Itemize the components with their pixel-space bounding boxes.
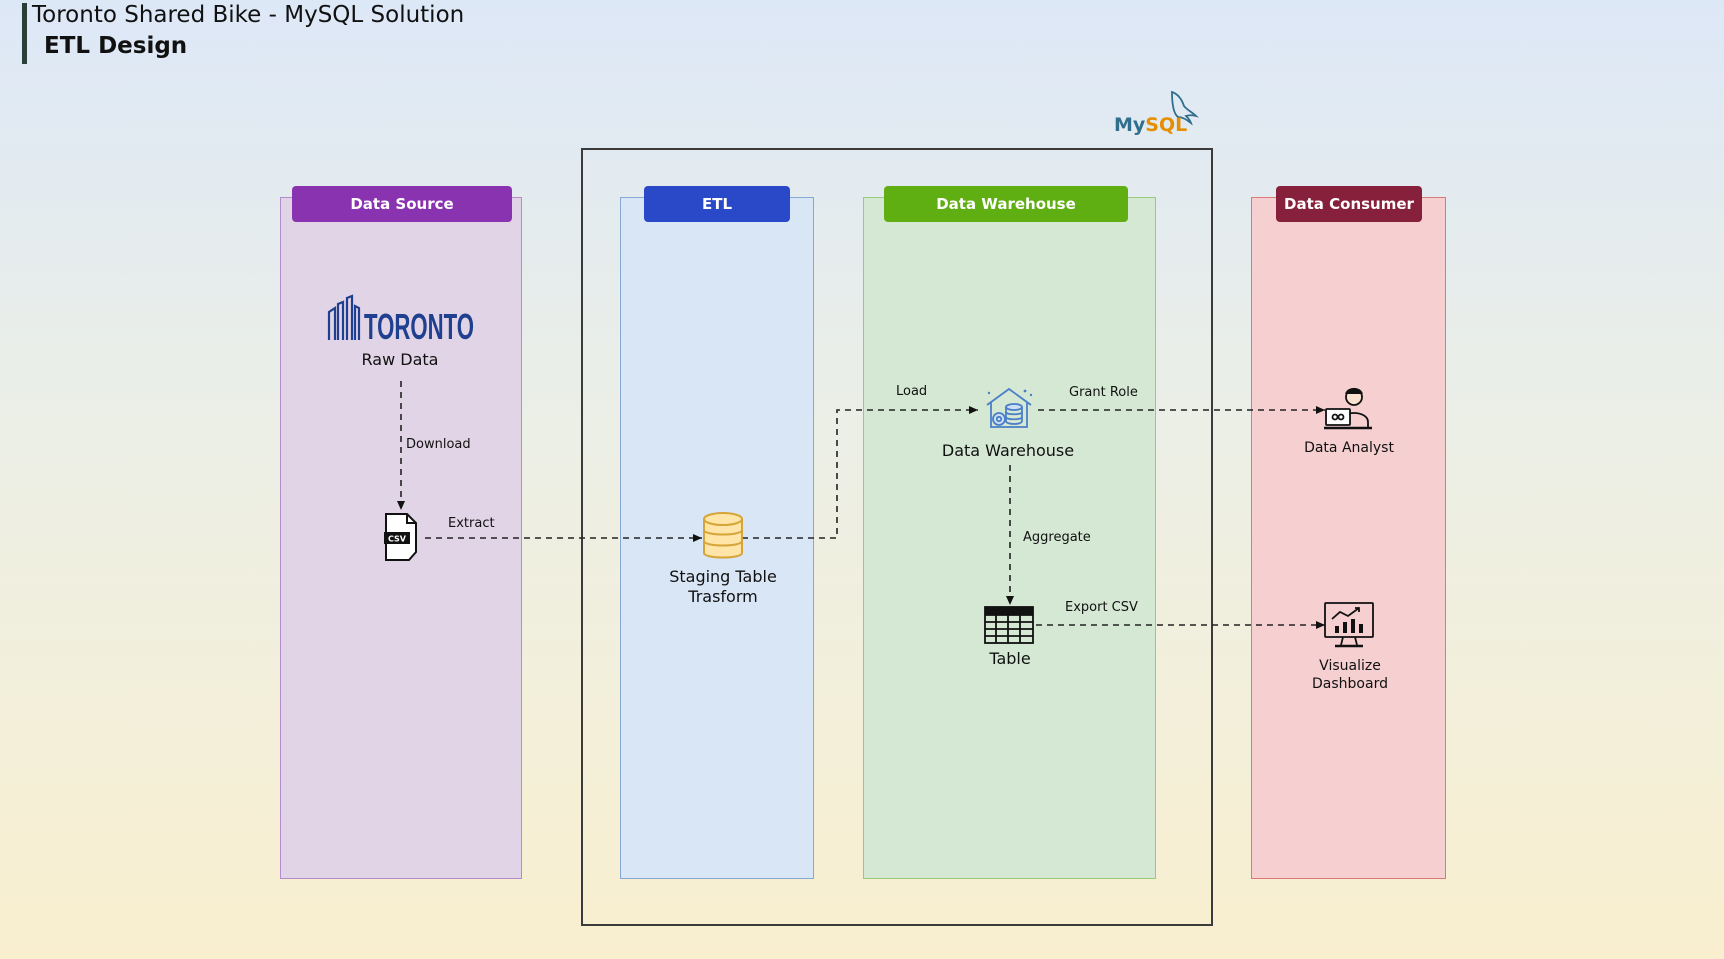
lane-header-data-source: Data Source [292, 186, 512, 222]
data-warehouse-icon [981, 385, 1037, 431]
svg-text:MySQL: MySQL [1114, 114, 1187, 136]
table-label: Table [989, 649, 1031, 668]
lane-data-warehouse [863, 197, 1156, 879]
dashboard-label-line1: Visualize [1319, 658, 1381, 674]
page-subtitle: ETL Design [44, 33, 188, 59]
data-analyst-icon [1324, 384, 1374, 434]
edge-label-extract: Extract [448, 516, 495, 531]
dashboard-label-line2: Dashboard [1312, 676, 1388, 692]
title-accent-bar [22, 3, 27, 64]
csv-file-icon: CSV [383, 512, 419, 562]
mysql-logo-my: My [1114, 114, 1146, 136]
edge-label-download: Download [406, 437, 471, 452]
page-title: Toronto Shared Bike - MySQL Solution [32, 2, 465, 28]
staging-table-label-line2: Trasform [688, 587, 758, 606]
dashboard-monitor-icon [1323, 601, 1375, 649]
raw-data-label: Raw Data [361, 350, 439, 369]
lane-header-etl: ETL [644, 186, 790, 222]
database-icon [702, 511, 744, 561]
data-warehouse-label: Data Warehouse [941, 441, 1075, 460]
svg-text:CSV: CSV [388, 535, 407, 544]
dashboard-label: Visualize Dashboard [1290, 657, 1410, 693]
staging-table-label-line1: Staging Table [669, 567, 777, 586]
edge-label-grant-role: Grant Role [1069, 385, 1138, 400]
edge-label-aggregate: Aggregate [1023, 530, 1091, 545]
edge-label-export-csv: Export CSV [1065, 600, 1138, 615]
mysql-environment-boundary [581, 148, 1213, 926]
table-icon [984, 606, 1034, 644]
lane-header-data-consumer: Data Consumer [1276, 186, 1422, 222]
toronto-logo-wordmark: TORONTO [364, 306, 474, 342]
mysql-logo: MySQL [1112, 88, 1204, 136]
data-analyst-label: Data Analyst [1304, 440, 1394, 456]
lane-header-data-warehouse: Data Warehouse [884, 186, 1128, 222]
edge-label-load: Load [896, 384, 928, 399]
lane-data-consumer [1251, 197, 1446, 879]
staging-table-label: Staging Table Trasform [648, 567, 798, 607]
toronto-logo: TORONTO [326, 294, 476, 347]
edge-load [742, 406, 978, 539]
